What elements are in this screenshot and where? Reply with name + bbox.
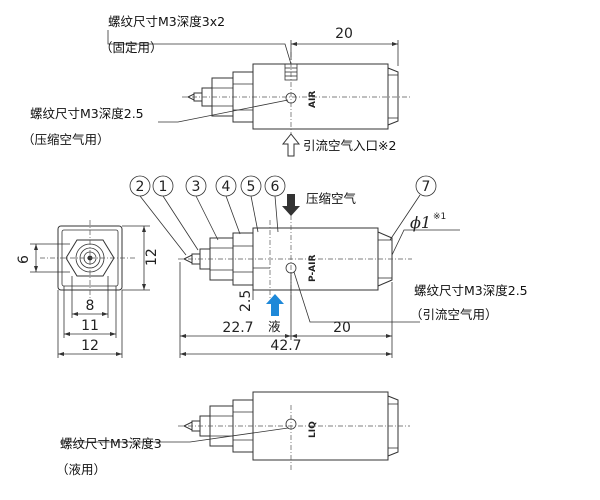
middle-view: P-AIR 2.5 22.7 20 42.7 bbox=[178, 194, 460, 358]
part-6: 6 bbox=[271, 179, 280, 195]
note-bottom-thread: 螺纹尺寸M3深度3 bbox=[60, 436, 162, 451]
dim-total-len: 42.7 bbox=[270, 338, 301, 354]
dim-side-height: 6 bbox=[16, 255, 32, 264]
note-compressed-air: 压缩空气 bbox=[306, 191, 357, 206]
part-1: 1 bbox=[159, 179, 168, 195]
part-7: 7 bbox=[422, 179, 431, 195]
liquid-arrow bbox=[266, 294, 284, 316]
phi-note: ※1 bbox=[433, 212, 446, 222]
dim-side-outer: 12 bbox=[81, 338, 99, 354]
part-balloons: 2 1 3 4 5 6 7 bbox=[129, 175, 437, 256]
dim-left-len: 22.7 bbox=[222, 320, 253, 336]
bleed-inlet-arrow bbox=[281, 133, 301, 157]
dim-side-inner: 8 bbox=[86, 298, 95, 314]
dim-offset: 2.5 bbox=[238, 290, 254, 312]
dim-side-body: 12 bbox=[144, 248, 160, 266]
phi-label: ϕ1 bbox=[410, 213, 431, 232]
note-bleed-inlet: 引流空气入口※2 bbox=[303, 138, 396, 153]
note-bleed-use: （引流空气用） bbox=[410, 307, 498, 322]
compressed-air-arrow bbox=[282, 194, 300, 216]
part-5: 5 bbox=[247, 179, 256, 195]
end-view: 6 12 8 11 12 bbox=[16, 220, 160, 358]
middle-body-label: P-AIR bbox=[308, 255, 318, 282]
top-body-label: AIR bbox=[308, 91, 318, 108]
note-compress-use: （压缩空气用） bbox=[22, 132, 110, 147]
note-compress-thread: 螺纹尺寸M3深度2.5 bbox=[30, 106, 144, 121]
top-view: 20 AIR bbox=[107, 26, 410, 157]
note-bleed-thread: 螺纹尺寸M3深度2.5 bbox=[414, 283, 528, 298]
part-2: 2 bbox=[136, 179, 145, 195]
part-3: 3 bbox=[192, 179, 201, 195]
note-top-thread: 螺纹尺寸M3深度3x2 bbox=[108, 14, 225, 29]
dim-right-len: 20 bbox=[333, 320, 351, 336]
note-liquid: 液 bbox=[268, 319, 281, 334]
note-bottom-use: （液用） bbox=[56, 462, 106, 477]
bottom-view: LIQ bbox=[60, 391, 410, 470]
top-body bbox=[252, 63, 389, 130]
bottom-body-label: LIQ bbox=[308, 421, 318, 438]
note-top-thread-use: （固定用） bbox=[100, 40, 163, 55]
dim-side-mid: 11 bbox=[81, 318, 99, 334]
part-4: 4 bbox=[222, 179, 231, 195]
dim-top-width: 20 bbox=[335, 26, 353, 42]
top-body-cap bbox=[387, 67, 399, 126]
